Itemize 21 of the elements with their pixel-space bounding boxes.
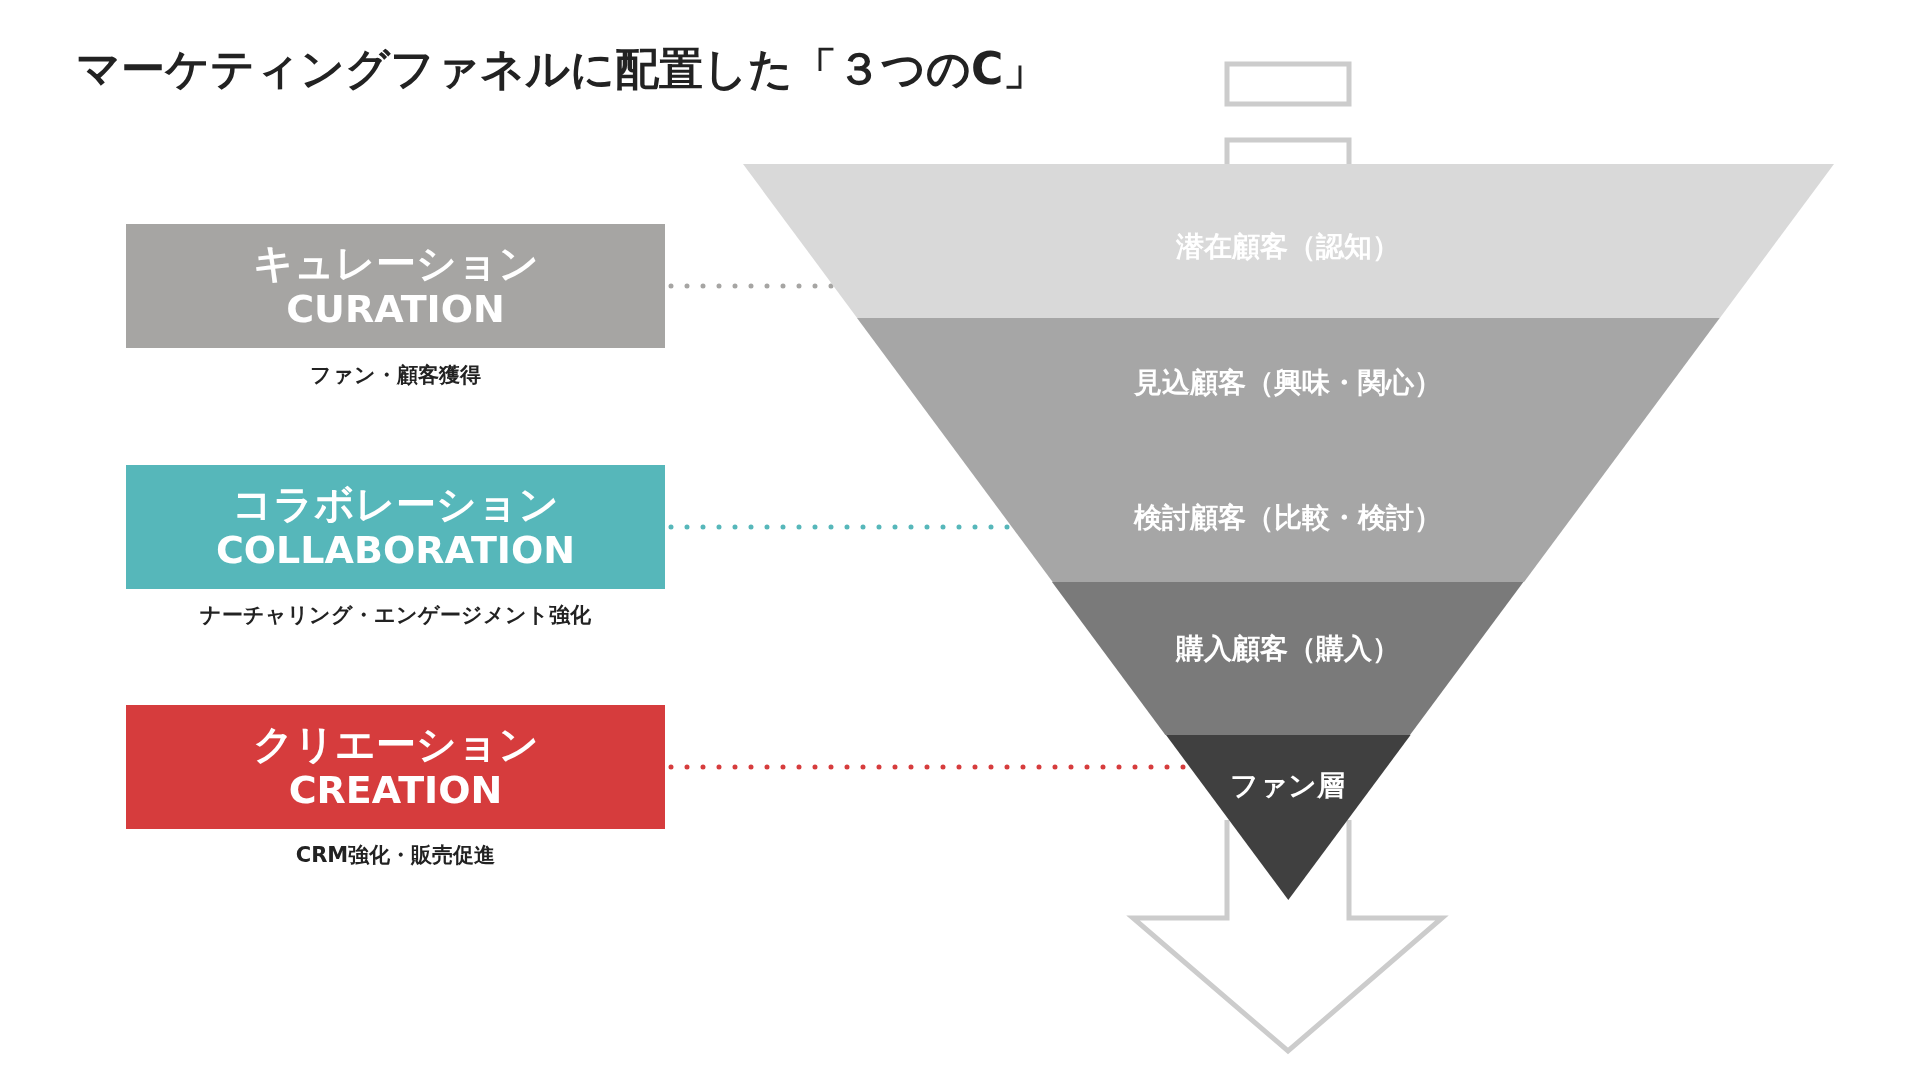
- band-label: 見込顧客（興味・関心）: [1134, 365, 1442, 401]
- band-label: ファン層: [1230, 768, 1346, 804]
- category-box: [126, 465, 665, 589]
- band-label: 検討顧客（比較・検討）: [1134, 500, 1442, 536]
- box-heading: クリエーション: [252, 721, 539, 767]
- category-box: [126, 224, 665, 348]
- box-heading: コラボレーション: [232, 481, 559, 527]
- box-caption: ファン・顧客獲得: [309, 362, 482, 389]
- dotted-connector: [668, 283, 836, 289]
- box-heading: キュレーション: [252, 240, 539, 286]
- title: マーケティングファネルに配置した「３つのC」: [76, 42, 1048, 96]
- band-label: 購入顧客（購入）: [1176, 631, 1400, 667]
- category-box: [126, 705, 665, 829]
- box-subheading: CREATION: [288, 767, 503, 813]
- box-caption: CRM強化・販売促進: [294, 842, 497, 869]
- box-subheading: CURATION: [286, 286, 505, 332]
- box-caption: ナーチャリング・エンゲージメント強化: [199, 602, 592, 629]
- box-subheading: COLLABORATION: [215, 527, 576, 573]
- funnel-band: [1165, 735, 1411, 900]
- funnel-band: [742, 164, 1834, 318]
- funnel-band: [856, 318, 1720, 582]
